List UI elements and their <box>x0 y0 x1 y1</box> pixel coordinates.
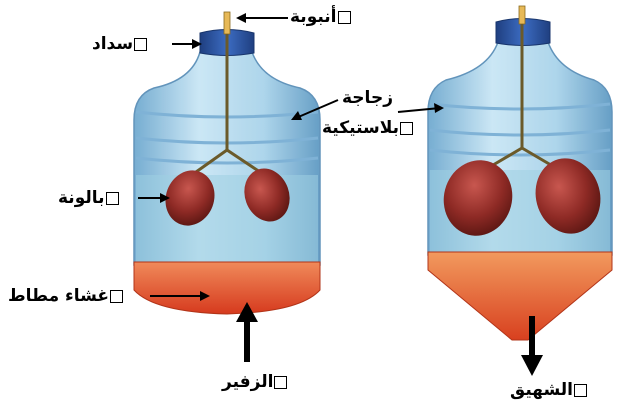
left-bottle-model <box>134 12 320 362</box>
inhale-arrow-head <box>521 355 543 376</box>
balloon-label-text: بالونة <box>58 188 105 208</box>
checkbox-icon <box>574 384 587 397</box>
tube-pointer-head <box>236 13 246 23</box>
bottle-label-line1-text: زجاجة <box>342 88 393 108</box>
stopper-label: سداد <box>92 34 148 54</box>
bottle-label-line1: زجاجة <box>342 88 393 108</box>
right-rubber-membrane <box>428 252 612 340</box>
left-rubber-membrane <box>134 262 320 314</box>
right-glass-tube-top <box>519 6 525 24</box>
tube-label: أنبوبة <box>290 7 352 27</box>
inhale-label-text: الشهيق <box>510 380 573 400</box>
checkbox-icon <box>134 38 147 51</box>
left-bottle-lower <box>136 175 318 265</box>
checkbox-icon <box>400 122 413 135</box>
membrane-label-text: غشاء مطاط <box>8 286 109 306</box>
right-bottle-model <box>428 6 612 376</box>
stopper-label-text: سداد <box>92 34 133 54</box>
left-glass-tube-top <box>224 12 230 34</box>
bottle-label: بلاستيكية <box>322 118 414 138</box>
checkbox-icon <box>274 376 287 389</box>
exhale-label: الزفير <box>222 372 288 392</box>
bottle-label-line2-text: بلاستيكية <box>322 118 399 138</box>
exhale-label-text: الزفير <box>222 372 273 392</box>
checkbox-icon <box>338 11 351 24</box>
inhale-label: الشهيق <box>510 380 588 400</box>
checkbox-icon <box>106 192 119 205</box>
tube-label-text: أنبوبة <box>290 7 337 27</box>
balloon-label: بالونة <box>58 188 120 208</box>
checkbox-icon <box>110 290 123 303</box>
membrane-label: غشاء مطاط <box>8 286 124 306</box>
